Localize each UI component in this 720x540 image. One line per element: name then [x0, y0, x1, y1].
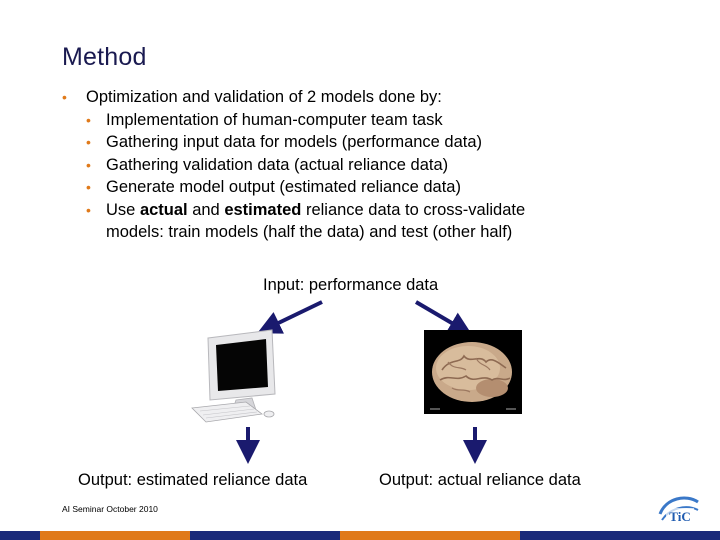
bullet-dot-icon: •	[86, 156, 91, 173]
brain-photo	[424, 330, 522, 414]
sub-bullet-text: Generate model output (estimated relianc…	[106, 178, 461, 196]
bullet-main-text: Optimization and validation of 2 models …	[86, 88, 442, 106]
sub-bullet-text: Gathering validation data (actual relian…	[106, 155, 449, 174]
bullet-list: • Optimization and validation of 2 model…	[62, 86, 702, 244]
sub-bullet: • Implementation of human-computer team …	[62, 109, 702, 132]
arrow-to-computer	[257, 300, 323, 334]
computer-icon	[191, 329, 276, 423]
tilc-logo-icon: TiC	[658, 496, 699, 524]
svg-text:TiC: TiC	[669, 509, 690, 524]
slide-title: Method	[62, 43, 147, 71]
sub-bullet-text-mid: and	[187, 200, 225, 219]
bullet-dot-icon: •	[62, 89, 67, 105]
sub-bullet: • Gathering input data for models (perfo…	[62, 131, 702, 154]
sub-bullet-text: Implementation of human-computer team ta…	[106, 110, 443, 129]
brain-icon	[430, 342, 516, 410]
bar-segment	[340, 531, 520, 540]
bottom-color-bar	[0, 531, 720, 540]
output-estimated-label: Output: estimated reliance data	[78, 471, 308, 489]
bold-actual: actual	[139, 200, 188, 219]
bullet-dot-icon: •	[86, 179, 91, 195]
footer-text: AI Seminar October 2010	[62, 504, 158, 514]
sub-bullet-continuation: models: train models (half the data) and…	[106, 223, 513, 241]
bullet-dot-icon: •	[86, 134, 91, 150]
arrow-to-brain	[414, 300, 473, 336]
input-label: Input: performance data	[263, 276, 439, 294]
bar-segment	[40, 531, 190, 540]
bold-estimated: estimated	[224, 200, 302, 219]
bar-segment	[190, 531, 340, 540]
bullet-dot-icon: •	[86, 111, 91, 128]
sub-bullet: • Generate model output (estimated relia…	[62, 176, 702, 199]
sub-bullet-last: • Use actual and estimated reliance data…	[62, 199, 702, 222]
sub-bullet-text-pre: Use	[106, 200, 140, 219]
bar-segment	[0, 531, 40, 540]
sub-bullet: • Gathering validation data (actual reli…	[62, 154, 702, 177]
bullet-main: • Optimization and validation of 2 model…	[62, 86, 702, 109]
bar-segment	[520, 531, 720, 540]
sub-bullet-text-post: reliance data to cross-validate	[301, 200, 526, 219]
sub-bullet-text: Gathering input data for models (perform…	[106, 133, 483, 151]
output-actual-label: Output: actual reliance data	[379, 471, 581, 489]
bullet-dot-icon: •	[86, 201, 91, 218]
